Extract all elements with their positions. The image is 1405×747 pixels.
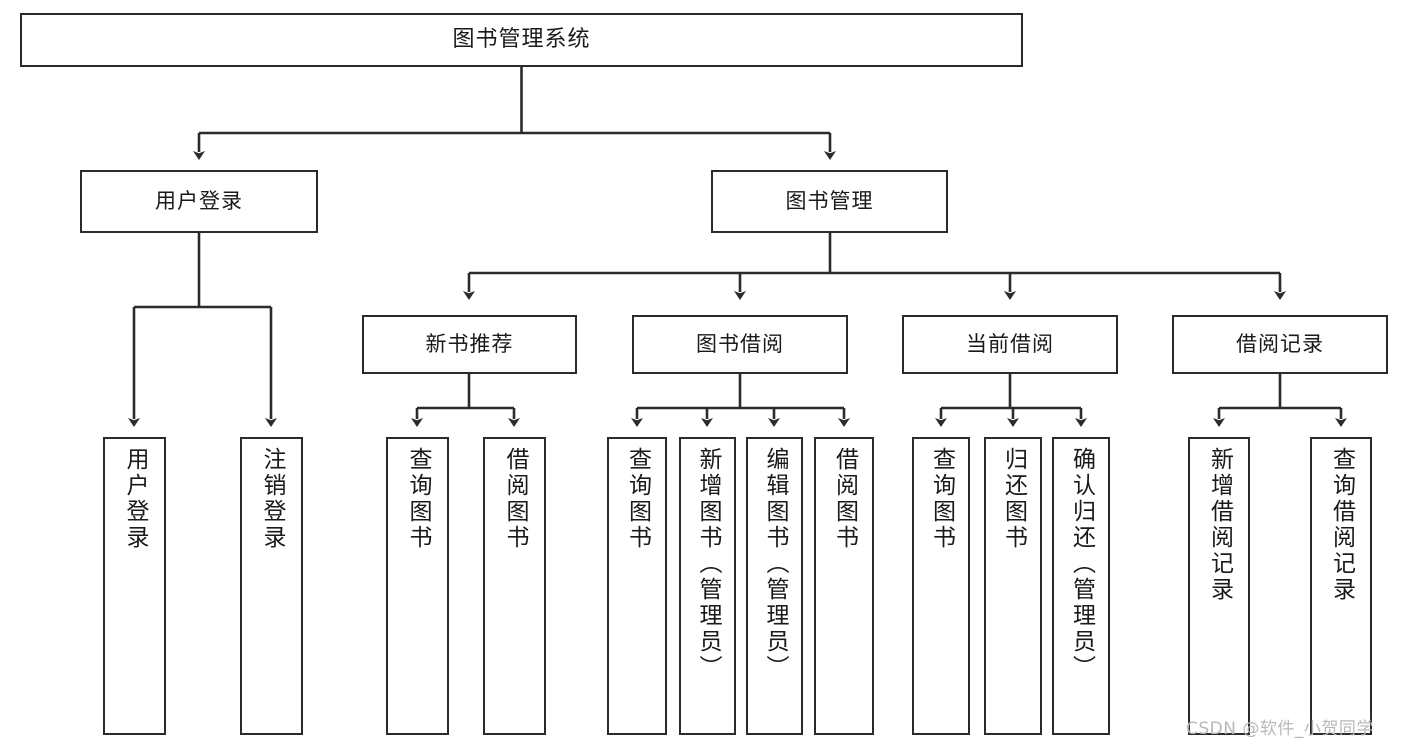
leaf-query-book-current[interactable]: 查询图书 [912,437,970,735]
leaf-query-book-recommend[interactable]: 查询图书 [386,437,449,735]
leaf-return-book-label: 归还图书 [1000,447,1027,551]
leaf-add-borrow-record[interactable]: 新增借阅记录 [1188,437,1250,735]
node-new-book-recommend-label: 新书推荐 [425,332,514,357]
leaf-borrow-book[interactable]: 借阅图书 [814,437,874,735]
node-borrow-record[interactable]: 借阅记录 [1172,315,1388,374]
node-user-login-label: 用户登录 [155,189,243,214]
leaf-borrow-book-label: 借阅图书 [831,447,858,551]
leaf-return-book[interactable]: 归还图书 [984,437,1042,735]
leaf-logout[interactable]: 注销登录 [240,437,303,735]
node-book-manage[interactable]: 图书管理 [711,170,948,233]
leaf-confirm-return-admin-label: 确认归还（管理员） [1068,447,1095,681]
leaf-query-book-current-label: 查询图书 [928,447,955,551]
leaf-query-book-borrow[interactable]: 查询图书 [607,437,667,735]
leaf-user-login[interactable]: 用户登录 [103,437,166,735]
leaf-add-book-admin[interactable]: 新增图书（管理员） [679,437,736,735]
leaf-query-book-recommend-label: 查询图书 [405,447,431,551]
leaf-query-borrow-record[interactable]: 查询借阅记录 [1310,437,1372,735]
root-node-label: 图书管理系统 [452,27,591,53]
leaf-query-book-borrow-label: 查询图书 [624,447,651,551]
node-book-borrow-label: 图书借阅 [696,332,784,357]
leaf-add-borrow-record-label: 新增借阅记录 [1206,447,1233,603]
leaf-borrow-book-recommend[interactable]: 借阅图书 [483,437,546,735]
leaf-borrow-book-recommend-label: 借阅图书 [502,447,528,551]
csdn-watermark: CSDN @软件_小贺同学 [1186,719,1374,739]
leaf-edit-book-admin-label: 编辑图书（管理员） [762,447,788,681]
leaf-logout-label: 注销登录 [259,447,285,551]
leaf-user-login-label: 用户登录 [122,447,148,551]
leaf-query-borrow-record-label: 查询借阅记录 [1328,447,1355,603]
leaf-confirm-return-admin[interactable]: 确认归还（管理员） [1052,437,1110,735]
node-book-manage-label: 图书管理 [785,189,874,214]
leaf-add-book-admin-label: 新增图书（管理员） [695,447,721,681]
node-current-borrow-label: 当前借阅 [966,332,1054,357]
node-current-borrow[interactable]: 当前借阅 [902,315,1118,374]
node-user-login[interactable]: 用户登录 [80,170,318,233]
leaf-edit-book-admin[interactable]: 编辑图书（管理员） [746,437,803,735]
node-borrow-record-label: 借阅记录 [1236,332,1324,357]
root-node[interactable]: 图书管理系统 [20,13,1023,67]
node-book-borrow[interactable]: 图书借阅 [632,315,848,374]
node-new-book-recommend[interactable]: 新书推荐 [362,315,577,374]
